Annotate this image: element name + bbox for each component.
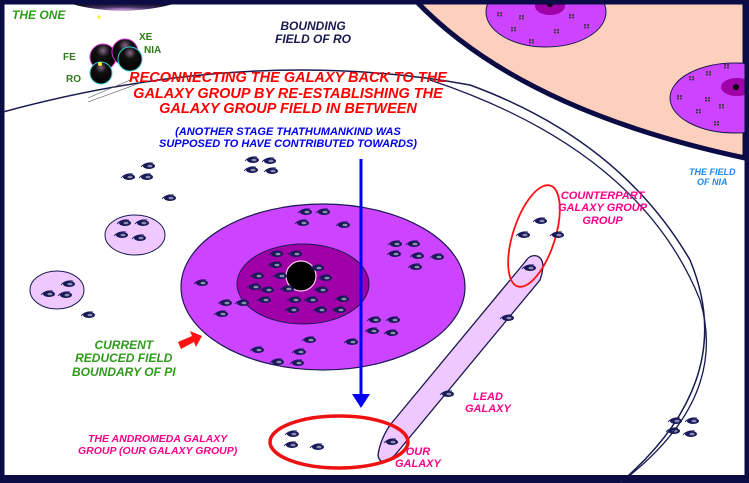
field-of-nia-line-1: THE FIELD <box>689 167 736 177</box>
lead-galaxy-line-2: GALAXY <box>465 403 511 416</box>
lilac-group-2 <box>29 270 85 310</box>
our-galaxy-line-2: GALAXY <box>395 458 441 471</box>
headline-line-3: GALAXY GROUP FIELD IN BETWEEN <box>159 101 417 118</box>
andromeda-group-ring <box>268 414 410 470</box>
subheadline: (ANOTHER STAGE THATHUMANKIND WAS SUPPOSE… <box>128 126 448 151</box>
bounding-field-line-1: BOUNDING <box>280 19 346 33</box>
multiverse-spheres <box>87 38 143 103</box>
andromeda-line-2: GROUP (OUR GALAXY GROUP) <box>78 444 238 457</box>
sphere-label-ro: RO <box>66 74 81 85</box>
bounding-field-label: BOUNDING FIELD OF RO <box>275 19 351 47</box>
our-galaxy-label: OUR GALAXY <box>395 446 441 471</box>
peach-field <box>411 0 748 162</box>
subheadline-line-1: (ANOTHER STAGE THATHUMANKIND WAS <box>175 126 401 138</box>
the-one-label: THE ONE <box>12 8 66 22</box>
field-of-nia-label: THE FIELD OF NIA <box>689 167 736 187</box>
counterpart-line-2: GALAXY GROUP <box>558 202 648 215</box>
counterpart-label: COUNTERPART GALAXY GROUP GROUP <box>558 190 647 227</box>
lead-galaxy-label: LEAD GALAXY <box>465 391 511 416</box>
sphere-label-nia: NIA <box>144 45 162 56</box>
sphere-label-fe: FE <box>63 52 76 63</box>
headline: RECONNECTING THE GALAXY BACK TO THE GALA… <box>128 70 448 118</box>
headline-line-2: GALAXY GROUP BY RE-ESTABLISHING THE <box>133 85 443 102</box>
headline-line-1: RECONNECTING THE GALAXY BACK TO THE <box>129 70 447 86</box>
lead-galaxy-line-1: LEAD <box>472 391 503 403</box>
nia-field-curve <box>429 79 707 483</box>
lilac-group-1 <box>104 214 166 256</box>
current-field-line-1: CURRENT <box>94 338 154 352</box>
reconnect-arrow-head <box>352 394 370 408</box>
current-field-line-3: BOUNDARY OF PI <box>72 364 176 379</box>
field-of-nia-line-2: OF NIA <box>697 177 728 188</box>
current-field-line-2: REDUCED FIELD <box>75 351 173 366</box>
bounding-field-line-2: FIELD OF RO <box>275 32 351 47</box>
subheadline-line-2: SUPPOSED TO HAVE CONTRIBUTED TOWARDS) <box>159 138 417 151</box>
counterpart-line-1: COUNTERPART <box>560 190 645 202</box>
andromeda-line-1: THE ANDROMEDA GALAXY <box>88 433 228 445</box>
counterpart-line-3: GROUP <box>582 214 623 227</box>
current-field-label: CURRENT REDUCED FIELD BOUNDARY OF PI <box>72 338 176 379</box>
bounding-field-ro-arc <box>2 69 706 483</box>
peach-galaxy-group-right <box>669 62 749 134</box>
lead-galaxy-group <box>377 254 544 463</box>
andromeda-label: THE ANDROMEDA GALAXY GROUP (OUR GALAXY G… <box>78 433 238 458</box>
our-galaxy-line-1: OUR <box>405 446 431 458</box>
counterpart-group-ring <box>507 184 561 288</box>
sphere-label-xe: XE <box>139 32 153 43</box>
red-pointer-arrow <box>178 331 202 349</box>
